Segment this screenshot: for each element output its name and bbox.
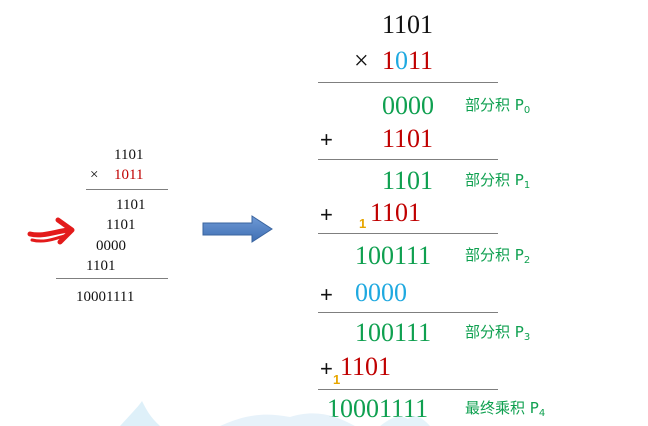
left-multiplicand: 1101 — [114, 147, 144, 163]
partial-product-p1: 1101 — [382, 166, 434, 195]
multiplier-digit-4: 1 — [420, 46, 434, 75]
plus-sign-1: + — [320, 127, 333, 152]
multiplier-digit-3: 1 — [408, 46, 421, 75]
background-decoration — [120, 401, 430, 426]
left-result: 10001111 — [76, 289, 135, 305]
label-final: 最终乘积 P4 — [465, 399, 546, 420]
final-product: 10001111 — [327, 394, 429, 423]
right-divider-3 — [318, 312, 498, 313]
left-times-sign: × — [90, 167, 99, 183]
plus-sign-4: + — [320, 356, 333, 381]
right-divider-1 — [318, 159, 498, 160]
left-partial-1: 1101 — [116, 197, 146, 213]
right-multiplicand: 1101 — [382, 10, 434, 39]
right-times-sign: × — [354, 46, 369, 75]
plus-sign-3: + — [320, 282, 333, 307]
label-p0: 部分积 P0 — [465, 96, 531, 117]
partial-product-p2: 100111 — [355, 241, 432, 270]
addend-row-4: 1101 — [340, 352, 392, 381]
right-divider-4 — [318, 389, 498, 390]
hand-drawn-red-arrow-icon — [27, 217, 75, 245]
label-p3: 部分积 P3 — [465, 323, 531, 344]
carry-digit-2: 1 — [333, 372, 341, 387]
left-partial-2: 1101 — [106, 217, 136, 233]
partial-product-p0: 0000 — [382, 91, 434, 120]
left-divider-1 — [86, 189, 168, 190]
right-divider-0 — [318, 82, 498, 83]
left-divider-2 — [56, 278, 168, 279]
right-divider-2 — [318, 233, 498, 234]
left-partial-3: 0000 — [96, 238, 126, 254]
label-p2: 部分积 P2 — [465, 246, 531, 267]
blue-right-arrow-icon — [202, 215, 273, 243]
partial-product-p3: 100111 — [355, 318, 432, 347]
multiplier-digit-2: 0 — [395, 46, 408, 75]
plus-sign-2: + — [320, 202, 333, 227]
multiplier-digit-1: 1 — [382, 46, 395, 75]
left-multiplier: 1011 — [114, 167, 144, 183]
addend-row-2: 1101 — [370, 198, 422, 227]
addend-row-3: 0000 — [355, 278, 407, 307]
left-partial-4: 1101 — [86, 258, 116, 274]
right-multiplier: 1011 — [382, 48, 433, 74]
label-p1: 部分积 P1 — [465, 171, 531, 192]
addend-row-1: 1101 — [382, 124, 434, 153]
carry-digit-1: 1 — [359, 216, 367, 231]
